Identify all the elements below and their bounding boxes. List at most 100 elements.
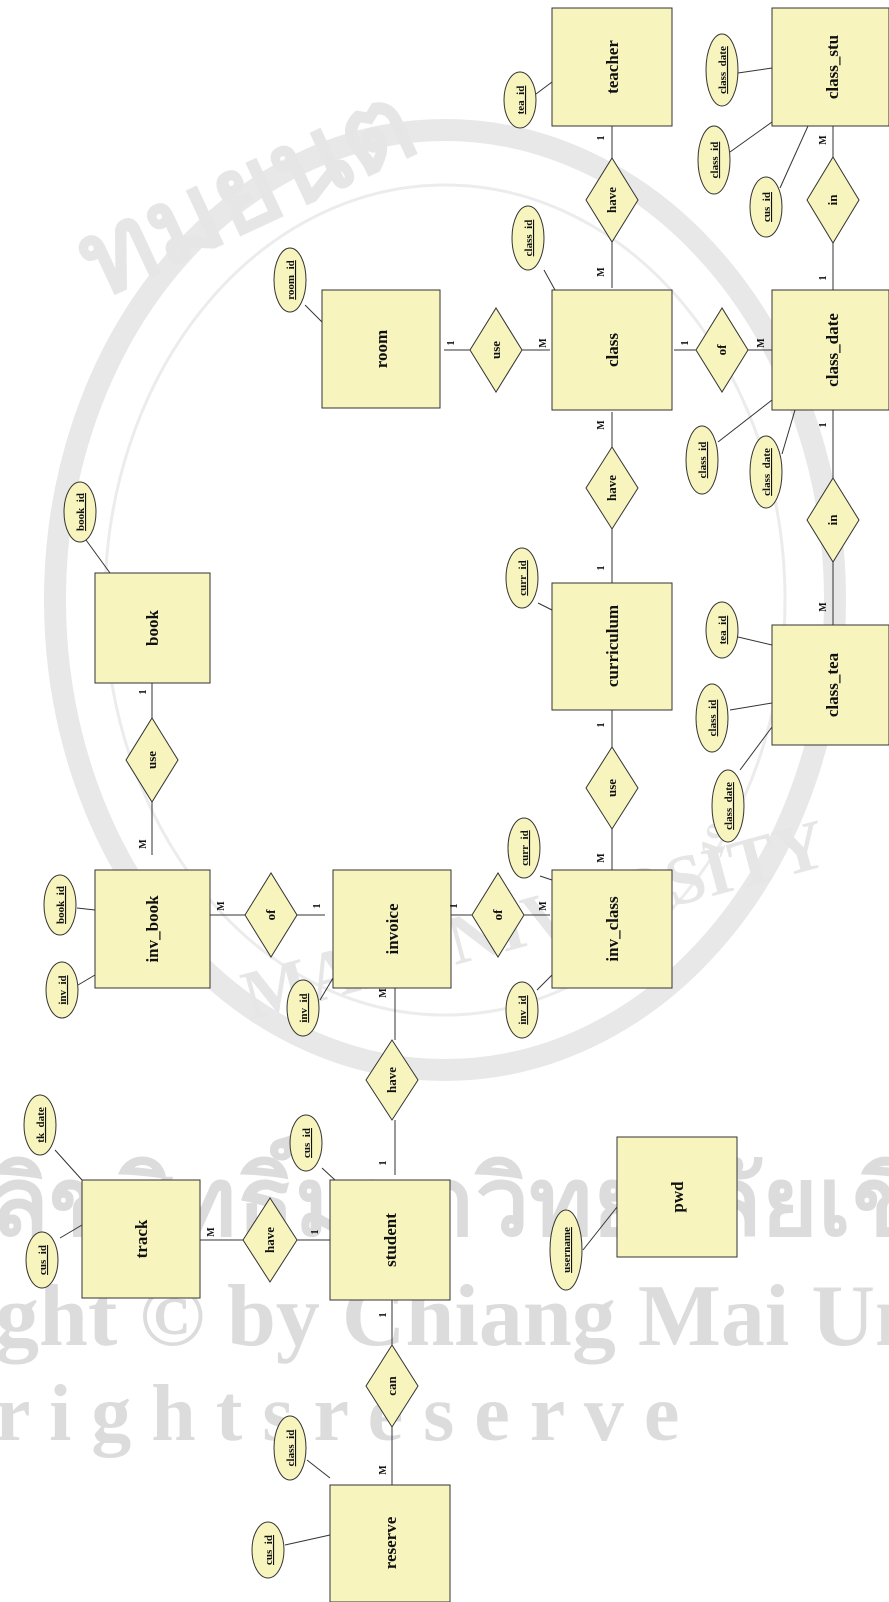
card-student-1c: 1 bbox=[378, 1313, 389, 1318]
attr-invoice-inv-id-label: inv_id bbox=[298, 993, 310, 1022]
card-invoice-1b: 1 bbox=[449, 904, 460, 909]
rel-curriculum-use-label: use bbox=[604, 779, 619, 797]
rel-inv-book-of[interactable]: of bbox=[245, 873, 297, 957]
rel-invoice-have-label: have bbox=[384, 1067, 399, 1093]
entity-pwd-label: pwd bbox=[668, 1181, 687, 1213]
card-track-m: M bbox=[206, 1227, 217, 1237]
attr-class-stu-class-id-label: class_id bbox=[709, 142, 721, 179]
rel-tea-in[interactable]: in bbox=[807, 478, 859, 562]
attr-inv-class-inv-id-label: inv_id bbox=[517, 995, 529, 1024]
card-reserve-m: M bbox=[378, 1465, 389, 1475]
entity-student-label: student bbox=[381, 1213, 400, 1267]
attr-class-tea-date[interactable]: class_date bbox=[712, 770, 744, 842]
attr-room-id-label: room_id bbox=[285, 260, 297, 300]
rel-invoice-of[interactable]: of bbox=[472, 873, 524, 957]
rel-teacher-have-label: have bbox=[604, 187, 619, 213]
card-class-stu-m: M bbox=[818, 135, 829, 145]
attr-book-id-label: book_id bbox=[75, 493, 87, 531]
entity-reserve[interactable]: reserve bbox=[330, 1485, 450, 1602]
entity-pwd[interactable]: pwd bbox=[617, 1137, 737, 1257]
card-room-1: 1 bbox=[446, 341, 457, 346]
rel-invoice-of-label: of bbox=[490, 909, 505, 921]
rel-invoice-have[interactable]: have bbox=[366, 1040, 418, 1120]
attr-class-id-label: class_id bbox=[523, 220, 535, 257]
rel-tea-in-label: in bbox=[825, 514, 840, 526]
entity-book-label: book bbox=[143, 610, 162, 646]
rel-class-of[interactable]: of bbox=[696, 308, 748, 392]
card-inv-class-m2: M bbox=[596, 853, 607, 863]
entity-book[interactable]: book bbox=[95, 573, 210, 683]
attr-class-date-date[interactable]: class_date bbox=[750, 436, 782, 508]
entity-inv-book-label: inv_book bbox=[143, 895, 162, 963]
attr-class-stu-cus-id-label: cus_id bbox=[761, 192, 773, 222]
attr-track-cus-id[interactable]: cus_id bbox=[26, 1232, 58, 1288]
entity-class-stu-label: class_stu bbox=[823, 35, 842, 99]
card-class-1: 1 bbox=[680, 341, 691, 346]
attr-class-stu-class-id[interactable]: class_id bbox=[698, 126, 730, 194]
entity-class-date[interactable]: class_date bbox=[772, 290, 889, 410]
attr-class-stu-date[interactable]: class_date bbox=[706, 34, 738, 106]
attr-tea-id-label: tea_id bbox=[515, 86, 527, 115]
attr-inv-book-book-id-label: book_id bbox=[55, 886, 67, 924]
attr-class-tea-class-id-label: class_id bbox=[707, 700, 719, 737]
attr-track-cus-id-label: cus_id bbox=[37, 1245, 49, 1275]
rel-inv-book-of-label: of bbox=[263, 909, 278, 921]
entity-inv-class[interactable]: inv_class bbox=[552, 870, 672, 988]
entity-track[interactable]: track bbox=[82, 1180, 200, 1298]
attr-inv-book-inv-id[interactable]: inv_id bbox=[46, 962, 78, 1018]
attr-class-tea-tea-id[interactable]: tea_id bbox=[706, 602, 738, 658]
entity-inv-book[interactable]: inv_book bbox=[95, 870, 210, 988]
attr-reserve-cus-id[interactable]: cus_id bbox=[252, 1522, 284, 1578]
attr-student-cus-id[interactable]: cus_id bbox=[290, 1115, 322, 1171]
entity-room[interactable]: room bbox=[322, 290, 440, 408]
entity-class[interactable]: class bbox=[552, 290, 672, 410]
entity-invoice[interactable]: invoice bbox=[333, 870, 451, 988]
card-student-1a: 1 bbox=[378, 1161, 389, 1166]
rel-reserve-can[interactable]: can bbox=[366, 1345, 418, 1427]
attr-track-tk-date[interactable]: tk_date bbox=[24, 1095, 56, 1155]
rel-room-use[interactable]: use bbox=[470, 308, 522, 392]
attr-inv-class-inv-id[interactable]: inv_id bbox=[506, 982, 538, 1038]
attr-room-id[interactable]: room_id bbox=[274, 248, 306, 312]
card-class-date-1b: 1 bbox=[818, 423, 829, 428]
attr-inv-class-curr-id-label: curr_id bbox=[519, 830, 531, 865]
attr-pwd-username[interactable]: username bbox=[550, 1210, 582, 1290]
attr-curr-id[interactable]: curr_id bbox=[506, 548, 538, 608]
rel-curriculum-have[interactable]: have bbox=[586, 447, 638, 529]
attr-class-tea-class-id[interactable]: class_id bbox=[696, 684, 728, 752]
entity-teacher[interactable]: teacher bbox=[552, 8, 672, 126]
rel-track-have[interactable]: have bbox=[243, 1198, 297, 1282]
entity-track-label: track bbox=[132, 1219, 151, 1258]
entity-class-tea[interactable]: class_tea bbox=[772, 625, 889, 745]
attr-reserve-class-id[interactable]: class_id bbox=[274, 1416, 306, 1480]
card-curriculum-1b: 1 bbox=[596, 723, 607, 728]
rel-book-use[interactable]: use bbox=[126, 718, 178, 802]
attr-class-stu-cus-id[interactable]: cus_id bbox=[750, 177, 782, 237]
rel-stu-in[interactable]: in bbox=[807, 157, 859, 243]
attr-inv-book-inv-id-label: inv_id bbox=[57, 975, 69, 1004]
rel-curriculum-use[interactable]: use bbox=[586, 747, 638, 829]
attr-class-date-class-id[interactable]: class_id bbox=[686, 426, 718, 494]
attr-class-stu-date-label: class_date bbox=[717, 46, 729, 94]
attr-inv-book-book-id[interactable]: book_id bbox=[44, 875, 76, 935]
rel-room-use-label: use bbox=[488, 341, 503, 359]
card-book-1: 1 bbox=[138, 690, 149, 695]
entity-room-label: room bbox=[372, 330, 391, 368]
attr-book-id[interactable]: book_id bbox=[64, 482, 96, 542]
attr-student-cus-id-label: cus_id bbox=[301, 1128, 313, 1158]
entity-inv-class-label: inv_class bbox=[603, 896, 622, 962]
card-class-m3: M bbox=[596, 267, 607, 277]
rel-teacher-have[interactable]: have bbox=[586, 158, 638, 242]
card-class-m2: M bbox=[596, 420, 607, 430]
card-inv-book-m1: M bbox=[138, 839, 149, 849]
entity-student[interactable]: student bbox=[330, 1180, 450, 1300]
entity-class-stu[interactable]: class_stu bbox=[772, 8, 889, 126]
entity-curriculum[interactable]: curriculum bbox=[552, 583, 672, 710]
attr-tea-id[interactable]: tea_id bbox=[504, 72, 536, 128]
attr-class-id[interactable]: class_id bbox=[512, 206, 544, 270]
entity-class-date-label: class_date bbox=[823, 313, 842, 387]
attr-invoice-inv-id[interactable]: inv_id bbox=[287, 980, 319, 1036]
rel-stu-in-label: in bbox=[825, 194, 840, 206]
attr-inv-class-curr-id[interactable]: curr_id bbox=[508, 818, 540, 878]
